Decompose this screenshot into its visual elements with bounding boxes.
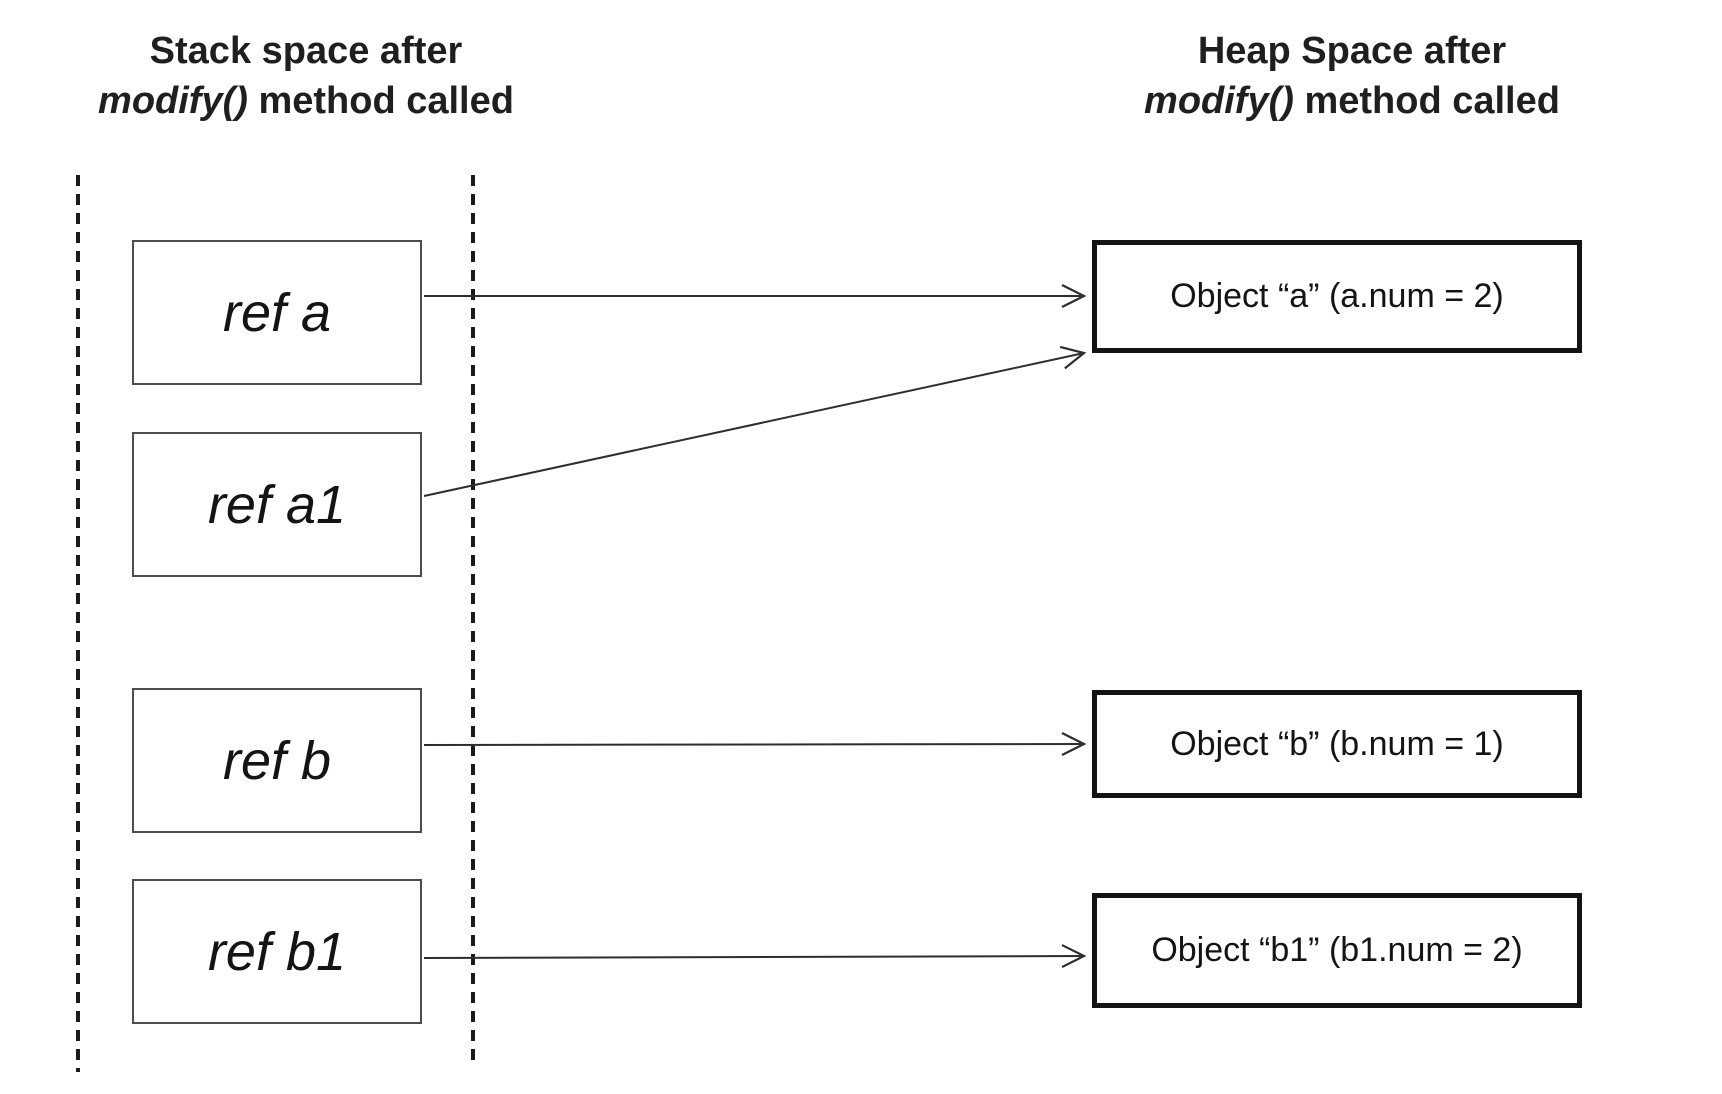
stack-title: Stack space after modify() method called bbox=[56, 26, 556, 126]
stack-box-ref-b: ref b bbox=[132, 688, 422, 833]
ref-a-label: ref a bbox=[222, 282, 332, 343]
stack-box-ref-a: ref a bbox=[132, 240, 422, 385]
stack-title-line2-rest: method called bbox=[247, 80, 514, 122]
object-b1-label: Object “b1” (b1.num = 2) bbox=[1151, 931, 1523, 969]
stack-box-ref-b1: ref b1 bbox=[132, 879, 422, 1024]
arrow-ref-b1-to-object-b1 bbox=[423, 956, 1084, 958]
heap-title-method-name: modify() bbox=[1144, 80, 1294, 122]
heap-title: Heap Space after modify() method called bbox=[1102, 26, 1602, 126]
ref-a1-label: ref a1 bbox=[207, 474, 347, 535]
heap-title-line2-rest: method called bbox=[1293, 80, 1560, 122]
stack-box-ref-a1: ref a1 bbox=[132, 432, 422, 577]
object-a-label: Object “a” (a.num = 2) bbox=[1170, 277, 1504, 315]
heap-box-object-b1: Object “b1” (b1.num = 2) bbox=[1092, 893, 1582, 1008]
ref-b1-label: ref b1 bbox=[207, 921, 347, 982]
heap-title-line1: Heap Space after bbox=[1197, 30, 1507, 72]
stack-region-right-dashed-line bbox=[471, 175, 475, 1068]
ref-b-label: ref b bbox=[222, 730, 332, 791]
heap-box-object-a: Object “a” (a.num = 2) bbox=[1092, 240, 1582, 353]
heap-box-object-b: Object “b” (b.num = 1) bbox=[1092, 690, 1582, 798]
stack-region-left-dashed-line bbox=[76, 175, 80, 1072]
arrow-ref-a1-to-object-a bbox=[423, 353, 1084, 497]
stack-title-method-name: modify() bbox=[98, 80, 248, 122]
stack-title-line1: Stack space after bbox=[149, 30, 463, 72]
object-b-label: Object “b” (b.num = 1) bbox=[1170, 724, 1504, 763]
arrow-ref-b-to-object-b bbox=[423, 744, 1084, 745]
